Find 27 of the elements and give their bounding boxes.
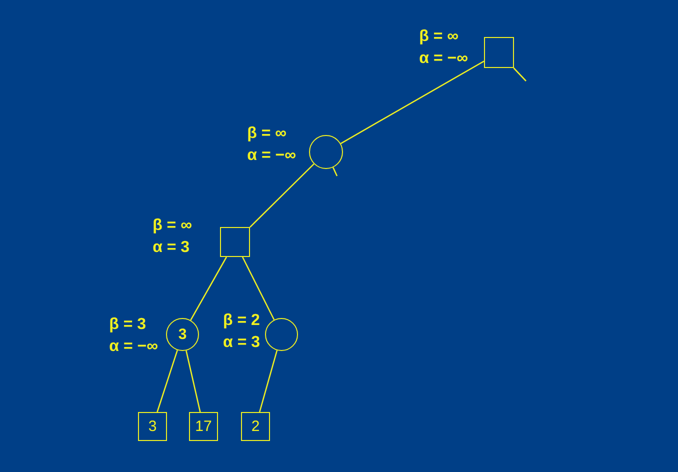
tree-edge [242,256,275,320]
tree-edge [340,60,484,144]
bound-label: β = ∞ [419,28,460,46]
bound-label: α = −∞ [419,50,468,68]
min-node [265,318,298,351]
bound-label: α = −∞ [109,338,158,356]
bound-label: β = ∞ [247,125,288,143]
tree-edge [186,350,201,412]
bound-label: β = 3 [109,316,148,334]
bound-label: α = −∞ [247,147,296,165]
tree-edge [513,68,526,82]
bound-label: α = 3 [152,239,191,257]
leaf-node: 3 [138,412,167,441]
tree-edge [332,167,338,176]
bound-label: α = 3 [223,334,260,352]
min-node: 3 [166,318,199,351]
tree-edge [250,164,314,228]
bound-label: β = 2 [223,312,260,330]
bound-label: β = ∞ [152,217,192,235]
tree-edge [156,350,178,412]
leaf-node: 17 [189,412,218,441]
max-node [220,227,250,257]
tree-edge [190,256,228,320]
leaf-node: 2 [241,412,270,441]
max-node [484,37,514,68]
tree-edge [258,350,278,412]
min-node [309,135,343,169]
